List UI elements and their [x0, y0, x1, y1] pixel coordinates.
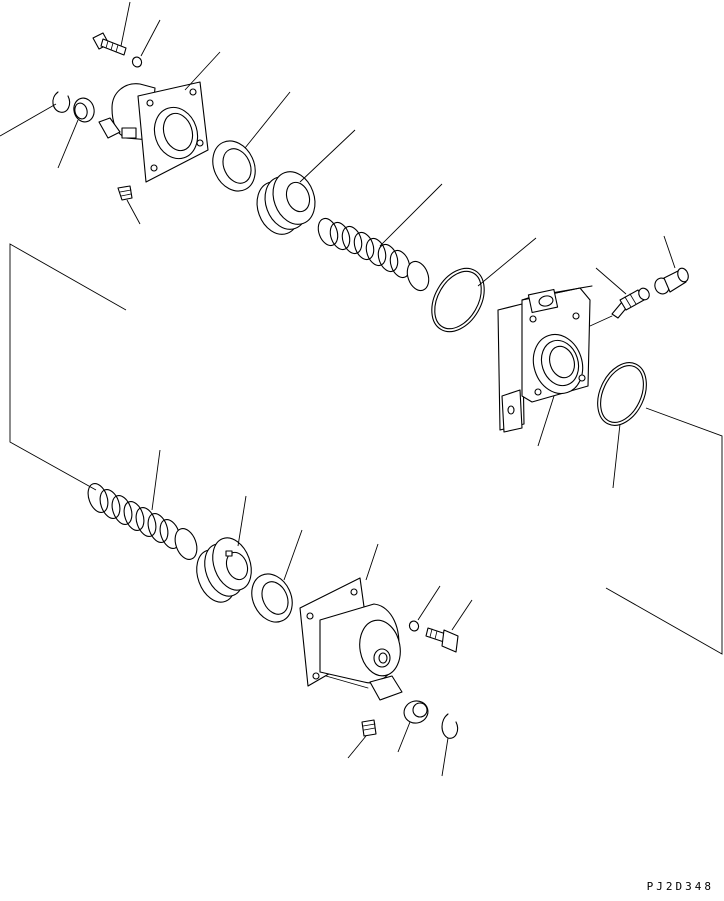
bracket-grease-fitting — [589, 287, 650, 327]
lower-piston — [196, 537, 252, 603]
upper-spring — [317, 217, 430, 292]
leader-bracket-body — [537, 395, 555, 447]
upper-seal-ring — [212, 140, 256, 192]
leader-upper-bolt — [120, 1, 131, 47]
leader-upper-seal-ring — [244, 91, 291, 149]
upper-snap-ring — [52, 91, 71, 113]
upper-piston — [256, 171, 316, 235]
upper-bolt — [92, 32, 127, 56]
leader-upper-piston — [299, 129, 356, 183]
leader-bracket-nut — [663, 235, 676, 269]
leader-lower-plug — [397, 721, 411, 753]
leader-upper-o-ring — [477, 237, 537, 287]
leader-upper-plug — [57, 119, 79, 169]
bracket-body — [497, 285, 593, 433]
leader-upper-grease-fitting — [126, 199, 141, 225]
leader-lower-bolt — [451, 599, 473, 631]
leader-lower-seal-ring — [283, 529, 303, 581]
lower-seal-ring — [251, 573, 293, 623]
lower-end-cover — [299, 577, 403, 701]
upper-o-ring — [431, 267, 485, 333]
lower-snap-ring — [441, 713, 459, 739]
leader-lower-washer — [417, 585, 441, 621]
leader-bracket-grease-fitting — [595, 267, 627, 295]
leader-upper-end-cover — [184, 51, 221, 91]
leader-upper-snap-ring — [0, 103, 57, 137]
leader-lower-spring — [151, 449, 161, 511]
right-continuation-bracket — [605, 407, 723, 655]
leader-right-o-ring — [612, 423, 621, 489]
leader-lower-grease-fitting — [347, 735, 367, 759]
leader-upper-washer — [140, 19, 161, 57]
upper-end-cover — [98, 81, 209, 183]
lower-spring — [87, 483, 198, 560]
drawing-code-label: PJ2D348 — [646, 880, 714, 893]
leader-lower-snap-ring — [441, 737, 449, 777]
upper-grease-fitting — [117, 185, 133, 201]
lower-plug — [403, 700, 429, 724]
bracket-nut — [654, 267, 689, 295]
leader-lower-end-cover — [365, 543, 379, 581]
upper-plug — [73, 97, 95, 123]
lower-washer — [408, 620, 420, 632]
upper-washer — [131, 56, 143, 68]
left-continuation-bracket — [9, 243, 127, 491]
leader-lower-piston — [237, 495, 247, 547]
lower-grease-fitting — [361, 719, 377, 737]
right-o-ring — [597, 362, 647, 426]
lower-bolt — [425, 627, 459, 653]
leader-upper-spring — [379, 183, 443, 247]
